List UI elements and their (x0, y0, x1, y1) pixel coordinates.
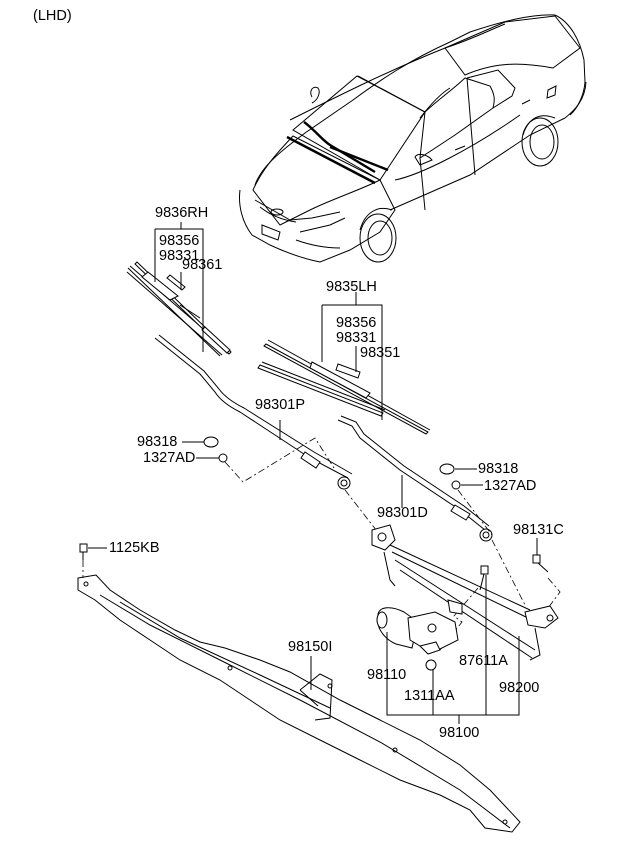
label-9836rh[interactable]: 9836RH (155, 205, 209, 221)
label-98110[interactable]: 98110 (367, 667, 407, 683)
car-illustration (239, 14, 587, 263)
label-1125kb[interactable]: 1125KB (109, 540, 160, 556)
label-98301p[interactable]: 98301P (255, 397, 305, 413)
wiper-linkage-drawing (371, 524, 559, 661)
label-98100[interactable]: 98100 (439, 725, 480, 741)
label-1311aa[interactable]: 1311AA (404, 688, 455, 704)
label-98331-rh[interactable]: 98331 (159, 248, 200, 264)
bolt-98131c-drawing (532, 554, 549, 573)
label-98361[interactable]: 98361 (182, 257, 223, 273)
label-87611a[interactable]: 87611A (459, 653, 508, 669)
label-98318-left[interactable]: 98318 (137, 434, 178, 450)
label-98131c[interactable]: 98131C (513, 522, 564, 538)
label-98301d[interactable]: 98301D (377, 505, 428, 521)
cap-right-drawing (439, 463, 455, 475)
label-1327ad-right[interactable]: 1327AD (484, 478, 537, 494)
label-98200[interactable]: 98200 (499, 680, 540, 696)
nut-left-drawing (218, 453, 228, 463)
wiper-arm-passenger-drawing (154, 334, 353, 490)
label-98318-right[interactable]: 98318 (478, 461, 519, 477)
label-98331-lh[interactable]: 98331 (336, 330, 377, 346)
bolt-1125kb-drawing (79, 543, 88, 578)
label-98356-rh[interactable]: 98356 (159, 233, 200, 249)
label-1327ad-left[interactable]: 1327AD (143, 450, 196, 466)
grommet-drawing (425, 659, 437, 671)
callout-lines (88, 222, 538, 724)
label-98150i[interactable]: 98150I (288, 639, 333, 655)
bolt-87611a-drawing (479, 565, 489, 591)
label-98351[interactable]: 98351 (360, 345, 401, 361)
label-98356-lh[interactable]: 98356 (336, 315, 377, 331)
label-9835lh[interactable]: 9835LH (326, 279, 377, 295)
cap-left-drawing (203, 436, 219, 448)
variant-label: (LHD) (33, 8, 72, 24)
wiper-blade-lh-drawing (257, 339, 431, 435)
wiper-arm-driver-drawing (337, 415, 493, 542)
cowl-crossmember-drawing (77, 574, 521, 833)
wiper-motor-drawing (376, 607, 459, 655)
nut-right-drawing (451, 480, 461, 490)
wiper-blade-rh-drawing (126, 261, 232, 357)
